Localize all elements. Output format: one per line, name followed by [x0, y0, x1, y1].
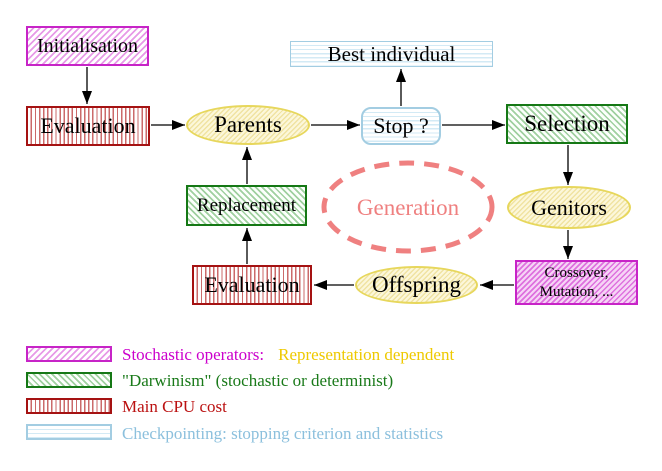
node-stop: Stop ?: [361, 107, 441, 145]
node-offspring: Offspring: [355, 266, 478, 304]
legend-swatch-darwinism: [26, 372, 112, 388]
legend-label-stochastic-operators: Stochastic operators: Representation depe…: [122, 345, 454, 365]
legend-label-checkpointing: Checkpointing: stopping criterion and st…: [122, 424, 444, 443]
legend-swatch-cpu-cost: [26, 398, 112, 414]
node-selection: Selection: [506, 104, 628, 144]
legend-label-darwinism: "Darwinism" (stochastic or determinist): [122, 371, 394, 390]
node-replacement: Replacement: [186, 185, 307, 226]
node-initialisation: Initialisation: [26, 26, 149, 66]
node-evaluation-bottom: Evaluation: [192, 265, 312, 305]
legend-text-stochastic: Stochastic operators:: [122, 345, 265, 364]
legend-label-cpu-cost: Main CPU cost: [122, 397, 227, 416]
node-generation: Generation: [356, 194, 460, 220]
node-genitors: Genitors: [507, 186, 631, 229]
crossover-label-line2: Mutation, ...: [539, 283, 614, 300]
node-parents: Parents: [186, 105, 310, 145]
node-crossover-mutation: Crossover, Mutation, ...: [515, 260, 638, 305]
node-best-individual: Best individual: [290, 41, 493, 67]
crossover-label-line1: Crossover,: [544, 264, 609, 281]
legend-swatch-checkpointing: [26, 424, 112, 440]
legend-swatch-stochastic-operators: [26, 346, 112, 362]
legend-text-representation: Representation dependent: [278, 345, 455, 364]
node-evaluation-top: Evaluation: [26, 106, 150, 146]
